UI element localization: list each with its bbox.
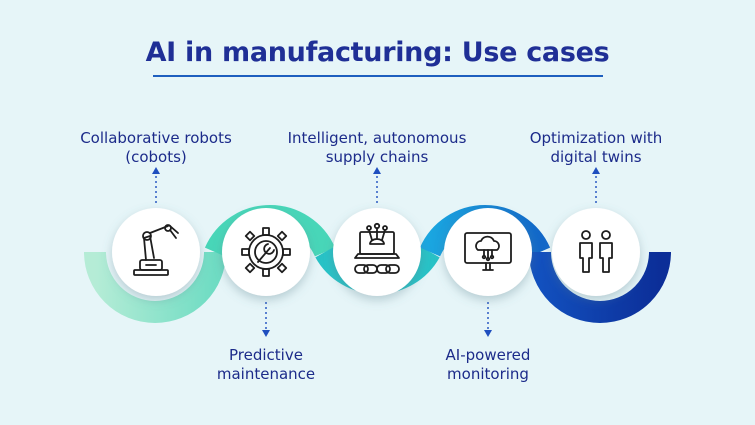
label-line: Collaborative robots bbox=[80, 129, 232, 147]
label-digital-twins: Optimization with digital twins bbox=[491, 129, 701, 167]
label-line: digital twins bbox=[550, 148, 642, 166]
robot-arm-icon bbox=[133, 224, 179, 276]
use-case-circle-1 bbox=[112, 208, 200, 296]
gear-wrench-icon bbox=[241, 227, 291, 277]
label-line: Optimization with bbox=[529, 129, 663, 147]
connector-arrow-4 bbox=[484, 330, 492, 337]
page-title: AI in manufacturing: Use cases bbox=[145, 37, 610, 68]
label-line: maintenance bbox=[216, 365, 316, 383]
flow-band-1 bbox=[84, 251, 226, 323]
label-supply-chains: Intelligent, autonomous supply chains bbox=[272, 129, 482, 167]
label-ai-monitoring: AI-powered monitoring bbox=[383, 346, 593, 384]
twin-figures-icon bbox=[579, 230, 613, 273]
label-line: monitoring bbox=[447, 365, 529, 383]
laptop-chain-icon bbox=[354, 222, 400, 274]
cloud-monitor-icon bbox=[464, 232, 512, 271]
label-collaborative-robots: Collaborative robots (cobots) bbox=[51, 129, 261, 167]
connector-arrow-5 bbox=[592, 167, 600, 174]
connector-arrow-1 bbox=[152, 167, 160, 174]
label-line: AI-powered bbox=[445, 346, 531, 364]
label-line: Intelligent, autonomous bbox=[287, 129, 467, 147]
flow-band-5 bbox=[529, 251, 671, 323]
connector-arrow-2 bbox=[262, 330, 270, 337]
use-case-circle-5 bbox=[552, 208, 640, 296]
label-line: supply chains bbox=[325, 148, 429, 166]
use-case-circle-3 bbox=[333, 208, 421, 296]
label-line: Predictive bbox=[229, 346, 303, 364]
title-underline bbox=[153, 75, 603, 77]
label-predictive-maintenance: Predictive maintenance bbox=[161, 346, 371, 384]
label-line: (cobots) bbox=[125, 148, 187, 166]
connector-arrow-3 bbox=[373, 167, 381, 174]
